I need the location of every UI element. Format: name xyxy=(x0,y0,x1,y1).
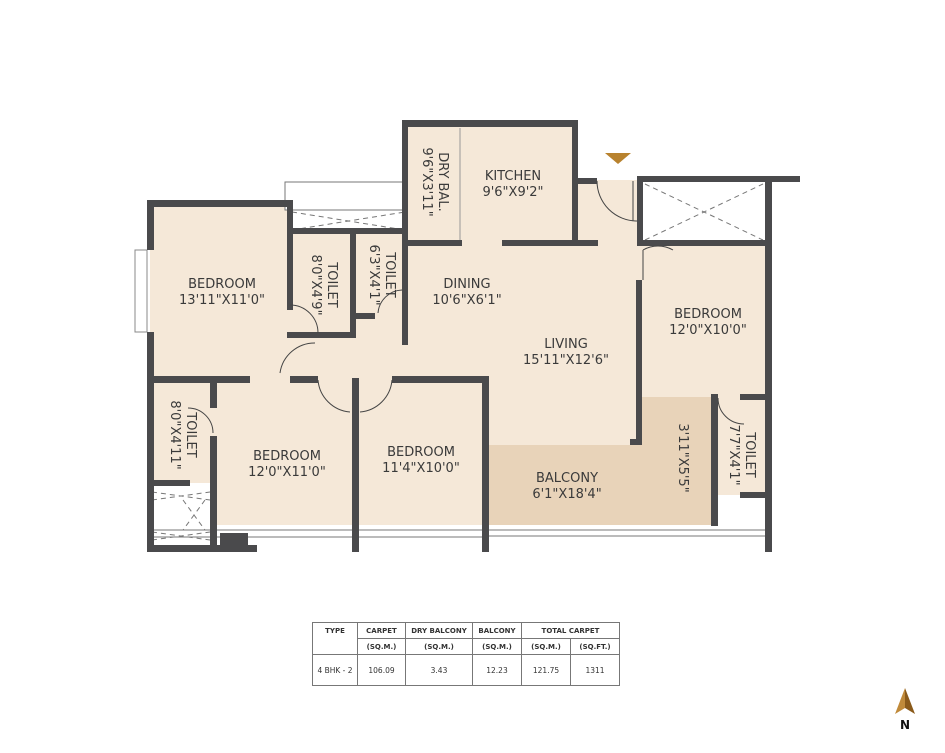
header-carpet: CARPET xyxy=(357,622,406,639)
doors xyxy=(187,180,745,434)
cell-dry-balcony: 3.43 xyxy=(405,654,473,686)
cell-carpet: 106.09 xyxy=(357,654,406,686)
north-arrow-icon xyxy=(895,688,915,714)
bedroom-nw-name: BEDROOM xyxy=(188,277,256,292)
dining-name: DINING xyxy=(443,277,490,292)
toilet-n1-name: TOILET xyxy=(324,261,339,307)
header-type: TYPE xyxy=(312,622,358,655)
entrance-marker-icon xyxy=(605,153,631,164)
bedroom-e-name: BEDROOM xyxy=(674,307,742,322)
header-balcony: BALCONY xyxy=(472,622,522,639)
bedroom-s-name: BEDROOM xyxy=(387,445,455,460)
unit-total-sqm: (SQ.M.) xyxy=(521,638,571,655)
bedroom-s-size: 11'4"X10'0" xyxy=(382,461,460,476)
walls xyxy=(147,120,800,552)
unit-carpet: (SQ.M.) xyxy=(357,638,406,655)
north-label: N xyxy=(899,718,911,732)
toilet-e-size: 7'7"X4'1" xyxy=(726,424,741,485)
balcony-size: 6'1"X18'4" xyxy=(532,487,601,502)
unit-dry-balcony: (SQ.M.) xyxy=(405,638,473,655)
shaft-cross xyxy=(644,183,764,241)
kitchen-name: KITCHEN xyxy=(485,169,541,184)
header-total-carpet: TOTAL CARPET xyxy=(521,622,620,639)
dry-balcony-name: DRY BAL. xyxy=(435,152,450,211)
bedroom-e-size: 12'0"X10'0" xyxy=(669,323,747,338)
balcony-ext-size: 3'11"X5'5" xyxy=(675,423,690,492)
balcony-name: BALCONY xyxy=(536,471,598,486)
north-indicator: N xyxy=(893,688,917,732)
balcony-floor xyxy=(485,397,715,525)
cell-type: 4 BHK - 2 xyxy=(312,654,358,686)
toilet-w-name: TOILET xyxy=(183,411,198,457)
living-name: LIVING xyxy=(544,337,588,352)
area-table: TYPE CARPET DRY BALCONY BALCONY TOTAL CA… xyxy=(312,622,620,686)
cell-total-sqm: 121.75 xyxy=(521,654,571,686)
bedroom-sw-size: 12'0"X11'0" xyxy=(248,465,326,480)
toilet-w-size: 8'0"X4'11" xyxy=(167,400,182,469)
dry-balcony-size: 9'6"X3'11" xyxy=(419,147,434,216)
bedroom-sw-name: BEDROOM xyxy=(253,449,321,464)
dining-size: 10'6"X6'1" xyxy=(432,293,501,308)
toilet-n2-size: 6'3"X4'1" xyxy=(366,244,381,305)
living-size: 15'11"X12'6" xyxy=(523,353,609,368)
unit-balcony: (SQ.M.) xyxy=(472,638,522,655)
cell-balcony: 12.23 xyxy=(472,654,522,686)
toilet-n1-size: 8'0"X4'9" xyxy=(308,254,323,315)
toilet-e-name: TOILET xyxy=(742,431,757,477)
kitchen-size: 9'6"X9'2" xyxy=(482,185,543,200)
cell-total-sqft: 1311 xyxy=(570,654,620,686)
bedroom-nw-size: 13'11"X11'0" xyxy=(179,293,265,308)
floor-areas xyxy=(150,125,768,525)
unit-total-sqft: (SQ.FT.) xyxy=(570,638,620,655)
header-dry-balcony: DRY BALCONY xyxy=(405,622,473,639)
toilet-n2-name: TOILET xyxy=(382,251,397,297)
